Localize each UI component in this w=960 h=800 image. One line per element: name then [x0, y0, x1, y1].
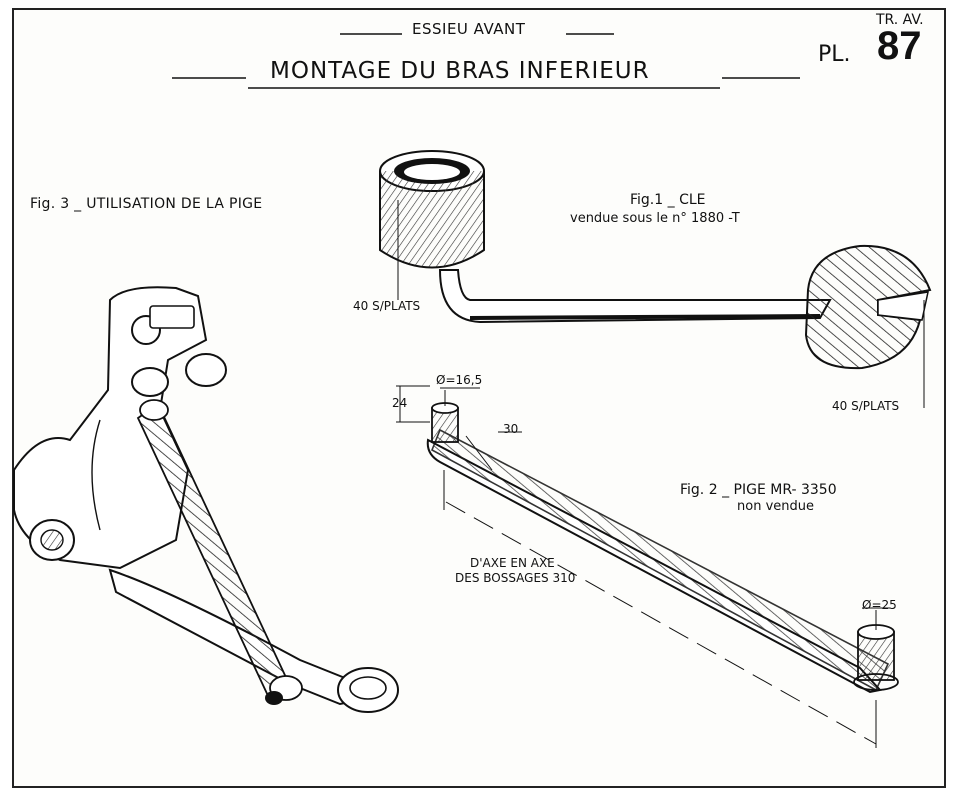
height-dimension: 24	[392, 396, 408, 410]
fig2-subcaption: non vendue	[737, 499, 814, 514]
small-bore-dimension: Ø=16,5	[436, 373, 483, 387]
fig1-caption: Fig.1 _ CLE	[630, 192, 706, 208]
spanner-illustration	[379, 150, 932, 408]
large-bore-dimension: Ø=25	[862, 598, 897, 612]
axis-distance-note-line1: D'AXE EN AXE	[470, 556, 555, 570]
knuckle-assembly-illustration	[13, 286, 399, 713]
socket-size-label: 40 S/PLATS	[353, 299, 421, 313]
page-title: MONTAGE DU BRAS INFERIEUR	[270, 58, 650, 84]
fig2-caption: Fig. 2 _ PIGE MR- 3350	[680, 482, 837, 498]
width-dimension: 30	[503, 422, 519, 436]
jaw-size-label: 40 S/PLATS	[832, 399, 900, 413]
fig1-subcaption: vendue sous le n° 1880 -T	[570, 211, 740, 226]
drawing-sheet	[12, 8, 946, 788]
section-code: TR. AV.	[876, 12, 924, 28]
gauge-rod-illustration	[396, 385, 899, 748]
plate-number: 87	[877, 24, 922, 68]
section-title: ESSIEU AVANT	[412, 20, 526, 38]
title-rules	[172, 33, 800, 89]
plate-label: PL.	[818, 42, 851, 67]
axis-distance-note-line2: DES BOSSAGES 310	[455, 571, 576, 585]
fig3-caption: Fig. 3 _ UTILISATION DE LA PIGE	[30, 196, 263, 212]
